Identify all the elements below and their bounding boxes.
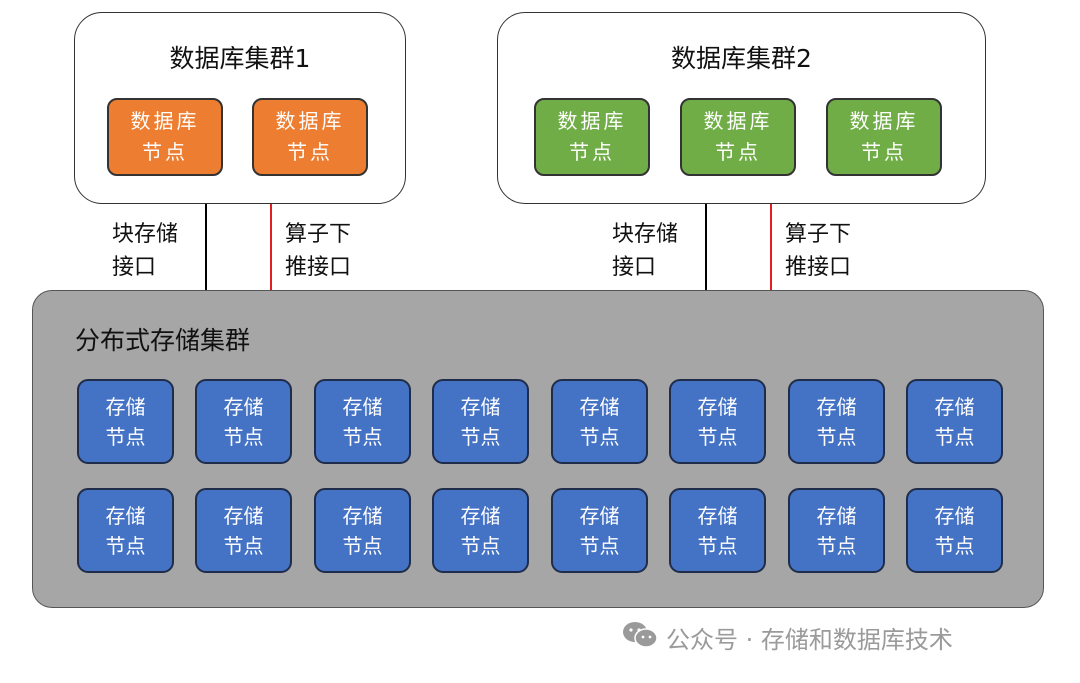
storage-node-label: 存储 (934, 503, 975, 528)
distributed-storage-cluster: 分布式存储集群 存储节点存储节点存储节点存储节点存储节点存储节点存储节点存储节点… (32, 290, 1044, 608)
storage-node-label: 节点 (460, 424, 501, 449)
db-node: 数据库 节点 (107, 98, 223, 176)
label-line: 块存储 (612, 222, 679, 247)
label-line: 接口 (612, 255, 657, 280)
cluster-2-title: 数据库集群2 (671, 44, 812, 73)
storage-node-label: 节点 (697, 424, 738, 449)
node-label: 数据库 (130, 109, 200, 133)
storage-node-label: 存储 (460, 503, 501, 528)
label-line: 推接口 (285, 255, 352, 280)
storage-node: 存储节点 (314, 488, 411, 573)
storage-node-label: 存储 (105, 394, 146, 419)
storage-node-label: 节点 (816, 424, 857, 449)
pushdown-interface-label: 算子下 推接口 (285, 218, 351, 284)
storage-node-label: 节点 (934, 533, 975, 558)
node-label: 数据库 (849, 109, 919, 133)
wechat-icon (622, 621, 666, 655)
pushdown-interface-line (770, 204, 772, 291)
storage-node-label: 节点 (342, 533, 383, 558)
storage-node-label: 存储 (342, 503, 383, 528)
storage-node-label: 存储 (579, 503, 620, 528)
storage-node-label: 节点 (579, 533, 620, 558)
block-interface-label: 块存储 接口 (112, 218, 178, 284)
storage-node: 存储节点 (906, 379, 1003, 464)
node-label: 节点 (861, 140, 907, 164)
storage-node-label: 存储 (697, 503, 738, 528)
block-interface-line (205, 204, 207, 291)
storage-node-label: 存储 (223, 394, 264, 419)
storage-node: 存储节点 (788, 379, 885, 464)
storage-node: 存储节点 (669, 488, 766, 573)
storage-node: 存储节点 (432, 379, 529, 464)
storage-node-label: 节点 (105, 424, 146, 449)
storage-cluster-title: 分布式存储集群 (75, 326, 251, 355)
node-label: 数据库 (703, 109, 773, 133)
label-line: 块存储 (112, 222, 179, 247)
storage-node: 存储节点 (195, 488, 292, 573)
label-line: 算子下 (785, 222, 852, 247)
pushdown-interface-label: 算子下 推接口 (785, 218, 851, 284)
node-label: 数据库 (275, 109, 345, 133)
pushdown-interface-line (270, 204, 272, 291)
storage-node-label: 存储 (934, 394, 975, 419)
label-line: 推接口 (785, 255, 852, 280)
storage-node-label: 节点 (816, 533, 857, 558)
label-line: 算子下 (285, 222, 352, 247)
storage-node-label: 存储 (816, 394, 857, 419)
db-node: 数据库 节点 (826, 98, 942, 176)
storage-node-label: 节点 (579, 424, 620, 449)
cluster-1-title: 数据库集群1 (169, 44, 311, 73)
db-node: 数据库 节点 (252, 98, 368, 176)
storage-node: 存储节点 (788, 488, 885, 573)
storage-node: 存储节点 (195, 379, 292, 464)
storage-node-label: 存储 (342, 394, 383, 419)
watermark: 公众号 · 存储和数据库技术 (622, 620, 953, 655)
storage-node-label: 节点 (105, 533, 146, 558)
storage-node-label: 节点 (223, 424, 264, 449)
node-label: 节点 (715, 140, 761, 164)
block-interface-line (705, 204, 707, 291)
storage-node: 存储节点 (432, 488, 529, 573)
storage-node: 存储节点 (551, 379, 648, 464)
node-label: 节点 (142, 140, 188, 164)
node-label: 数据库 (557, 109, 627, 133)
storage-node-label: 节点 (460, 533, 501, 558)
db-node: 数据库 节点 (534, 98, 650, 176)
storage-node-label: 存储 (460, 394, 501, 419)
storage-node-label: 存储 (816, 503, 857, 528)
storage-node-label: 存储 (579, 394, 620, 419)
storage-node-label: 节点 (223, 533, 264, 558)
storage-node-label: 存储 (105, 503, 146, 528)
storage-node: 存储节点 (906, 488, 1003, 573)
storage-node: 存储节点 (551, 488, 648, 573)
storage-node-label: 节点 (697, 533, 738, 558)
storage-node: 存储节点 (314, 379, 411, 464)
storage-node-label: 节点 (934, 424, 975, 449)
db-node: 数据库 节点 (680, 98, 796, 176)
block-interface-label: 块存储 接口 (612, 218, 678, 284)
storage-node: 存储节点 (669, 379, 766, 464)
storage-node: 存储节点 (77, 379, 174, 464)
storage-node: 存储节点 (77, 488, 174, 573)
watermark-text: 公众号 · 存储和数据库技术 (666, 626, 953, 654)
storage-node-label: 存储 (223, 503, 264, 528)
node-label: 节点 (569, 140, 615, 164)
storage-node-label: 节点 (342, 424, 383, 449)
storage-node-label: 存储 (697, 394, 738, 419)
label-line: 接口 (112, 255, 157, 280)
node-label: 节点 (287, 140, 333, 164)
